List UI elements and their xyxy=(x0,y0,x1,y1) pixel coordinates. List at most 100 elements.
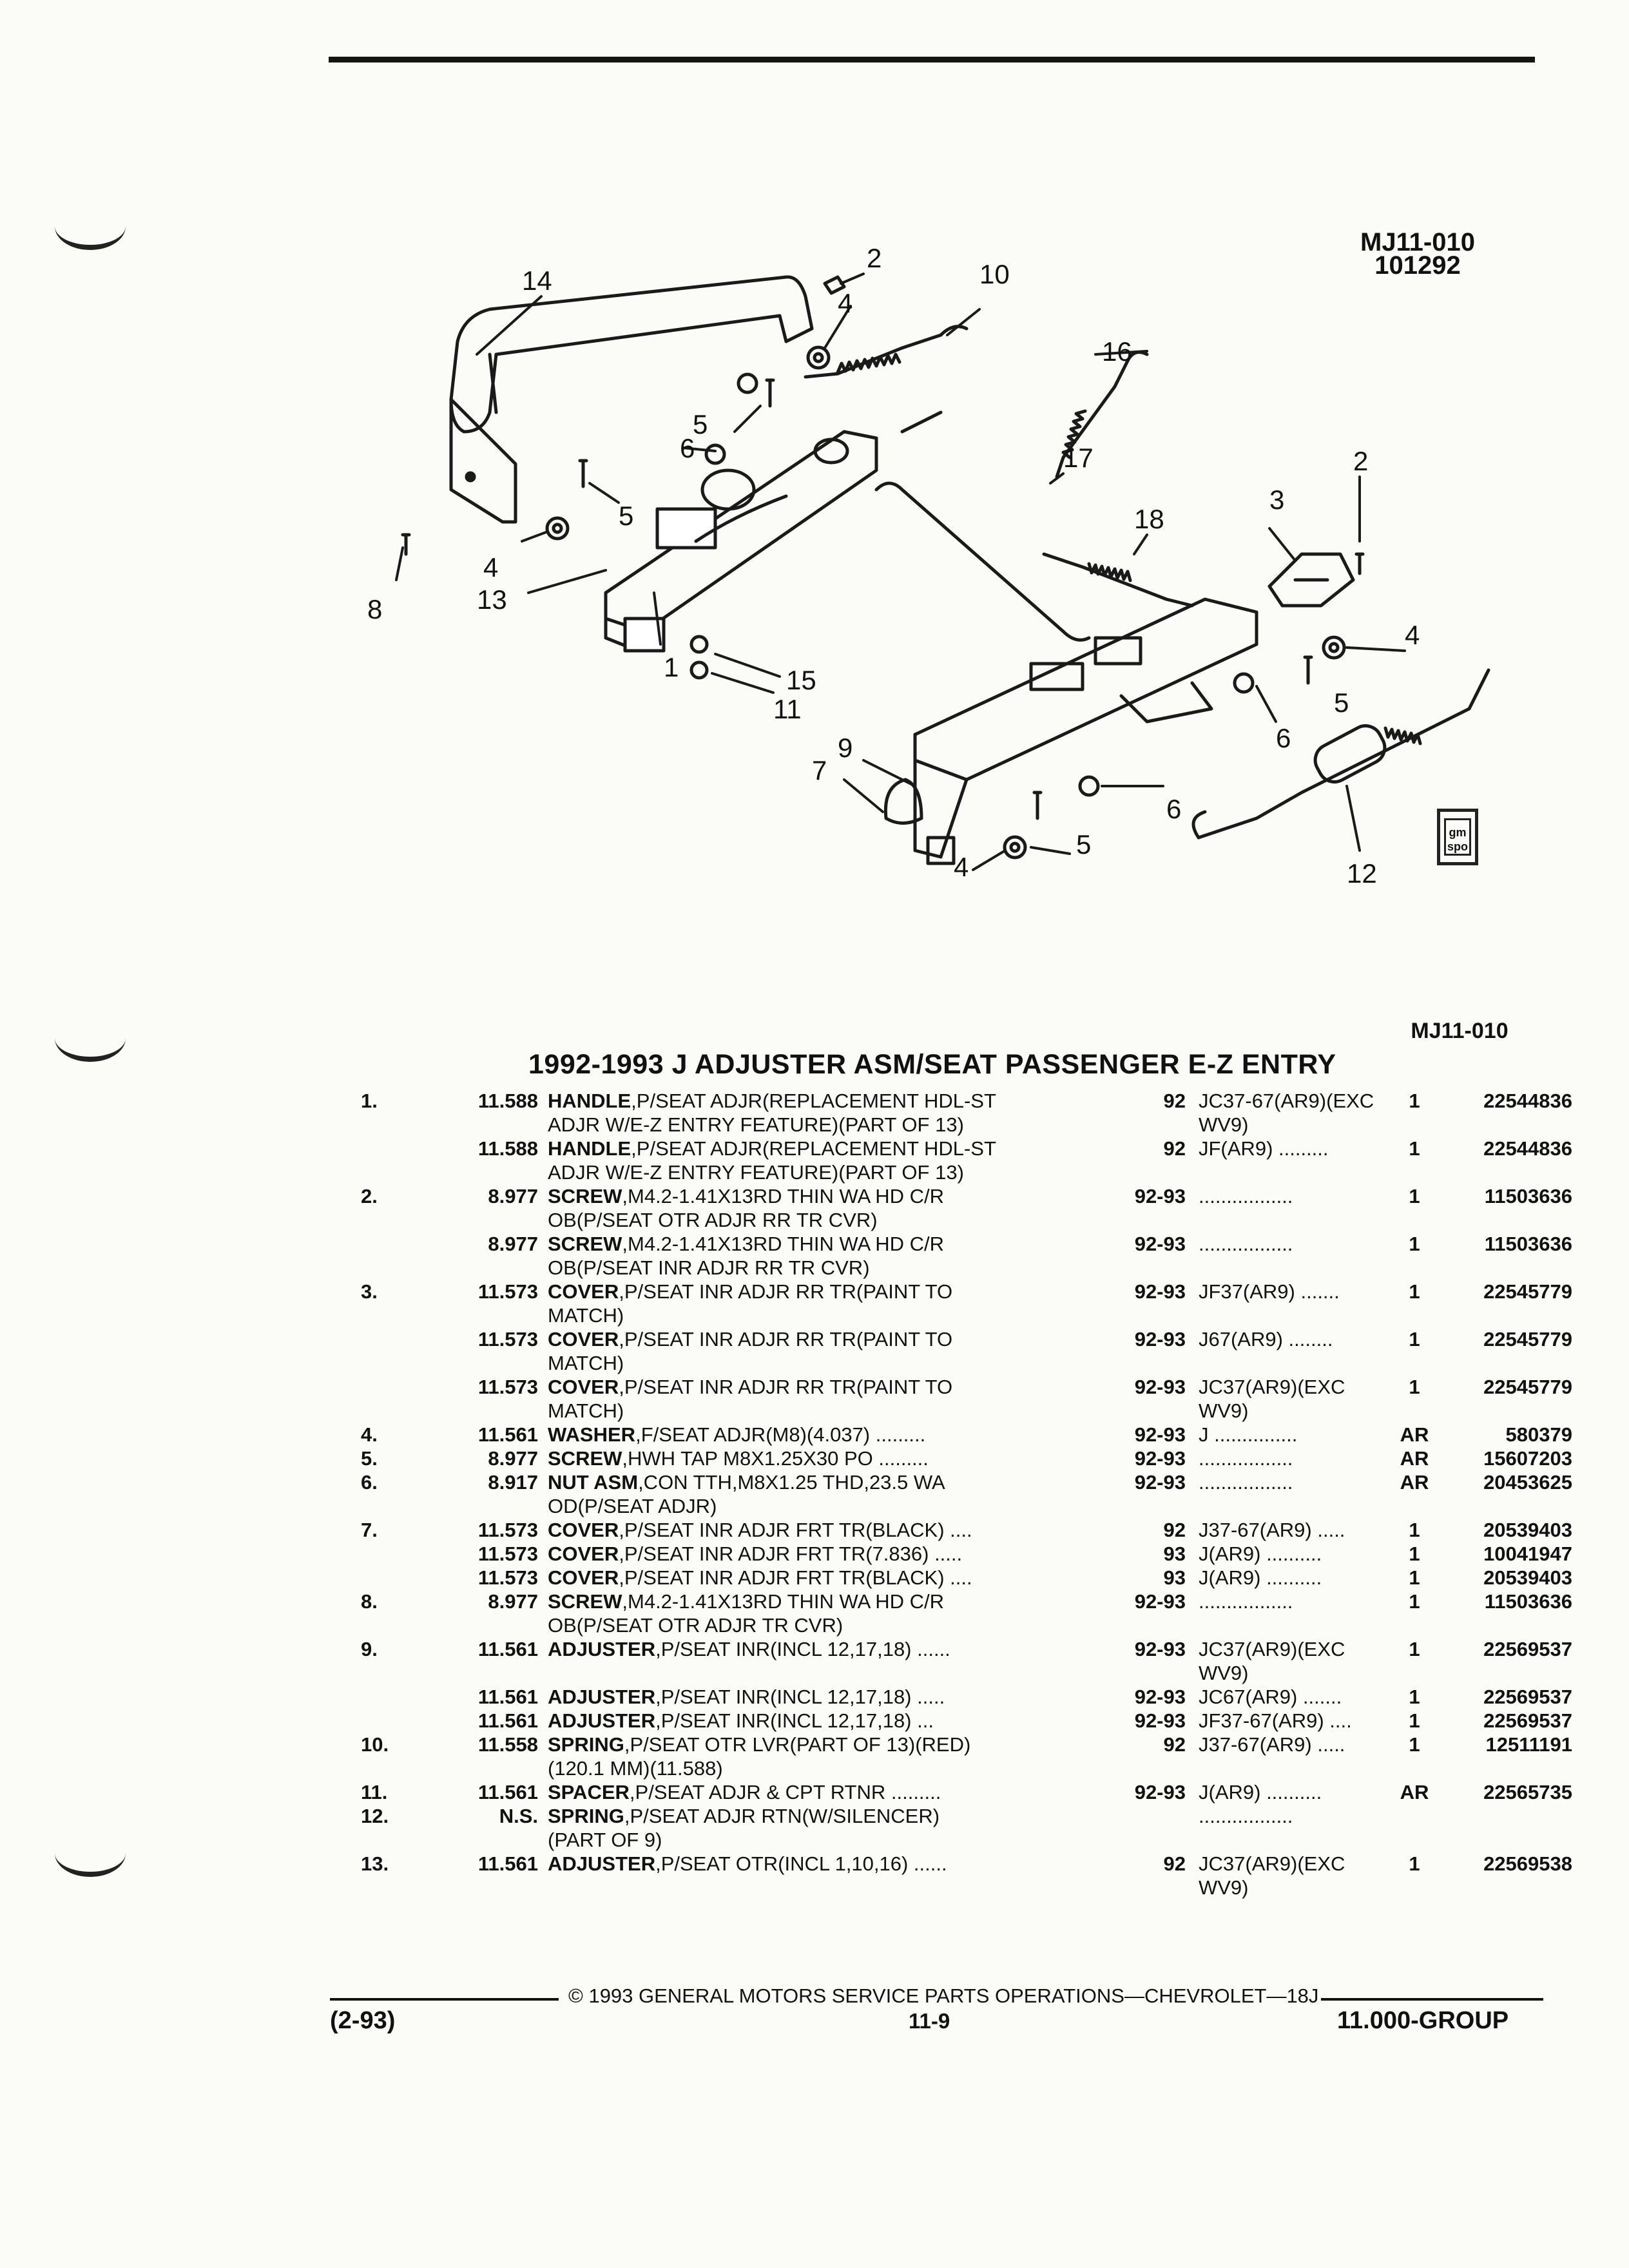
part-name: COVER xyxy=(548,1519,619,1541)
table-row: MATCH) xyxy=(361,1303,1559,1327)
part-description: ,M4.2-1.41X13RD THIN WA HD C/R xyxy=(622,1590,944,1613)
part-description: ,P/SEAT INR ADJR RR TR(PAINT TO xyxy=(619,1328,953,1350)
cell-part: 11503636 xyxy=(1484,1185,1572,1207)
callout-14: 14 xyxy=(522,265,552,296)
part-name: COVER xyxy=(548,1542,619,1565)
part-cover-3 xyxy=(1268,552,1355,608)
cell-num: 10. xyxy=(361,1733,389,1756)
cell-part: 22545779 xyxy=(1483,1280,1572,1303)
part-name: ADJUSTER xyxy=(548,1686,656,1708)
cell-num: 4. xyxy=(361,1423,378,1446)
cell-part: 22545779 xyxy=(1483,1328,1572,1350)
cell-part: 22569537 xyxy=(1483,1638,1572,1660)
part-description: ADJR W/E-Z ENTRY FEATURE)(PART OF 13) xyxy=(548,1113,964,1136)
callout-6b: 6 xyxy=(1276,723,1291,753)
cell-description: COVER,P/SEAT INR ADJR FRT TR(BLACK) .... xyxy=(548,1566,1218,1590)
cell-model: WV9) xyxy=(1199,1399,1249,1422)
cell-qty: 1 xyxy=(1409,1686,1420,1708)
cell-grp: 11.561 xyxy=(477,1852,538,1875)
callout-2b: 2 xyxy=(1353,446,1368,476)
cell-description: OB(P/SEAT OTR ADJR RR TR CVR) xyxy=(548,1208,1218,1232)
cell-part: 10041947 xyxy=(1483,1542,1572,1565)
cell-model: J(AR9) .......... xyxy=(1199,1781,1322,1803)
part-cap-7 xyxy=(883,778,923,825)
cell-description: SPRING,P/SEAT OTR LVR(PART OF 13)(RED) xyxy=(548,1733,1218,1756)
cell-grp: 11.588 xyxy=(477,1137,538,1160)
part-description: ,P/SEAT OTR(INCL 1,10,16) ...... xyxy=(655,1852,947,1875)
cell-year: 92-93 xyxy=(1134,1376,1186,1398)
cell-model: JC37-67(AR9)(EXC xyxy=(1199,1090,1374,1112)
part-description: ,P/SEAT INR(INCL 12,17,18) ...... xyxy=(655,1638,950,1660)
callout-4b: 4 xyxy=(483,552,498,582)
cell-model: J(AR9) .......... xyxy=(1199,1542,1322,1565)
cell-year: 92 xyxy=(1163,1137,1186,1160)
part-name: COVER xyxy=(548,1328,619,1350)
callout-13: 13 xyxy=(477,584,507,615)
table-row: 12.N.S.SPRING,P/SEAT ADJR RTN(W/SILENCER… xyxy=(361,1804,1559,1828)
cell-model: JC37(AR9)(EXC xyxy=(1199,1376,1345,1398)
cell-year: 92-93 xyxy=(1134,1686,1186,1708)
figure-code-date: 101292 xyxy=(1374,251,1461,280)
cell-grp: 8.977 xyxy=(488,1447,538,1470)
cell-grp: 11.561 xyxy=(477,1638,538,1660)
cell-qty: 1 xyxy=(1409,1852,1420,1875)
cell-num: 12. xyxy=(361,1805,389,1827)
cell-description: OB(P/SEAT OTR ADJR TR CVR) xyxy=(548,1613,1218,1637)
binder-hole-2 xyxy=(55,1031,126,1062)
part-name: SPRING xyxy=(548,1805,624,1827)
cell-qty: 1 xyxy=(1409,1566,1420,1589)
part-spring-18 xyxy=(1042,552,1194,608)
footer-group: 11.000-GROUP xyxy=(1337,2007,1509,2034)
cell-description: WASHER,F/SEAT ADJR(M8)(4.037) ......... xyxy=(548,1423,1218,1446)
footer-rule-right xyxy=(1321,1998,1543,2001)
cell-year: 92 xyxy=(1163,1733,1186,1756)
cell-part: 20539403 xyxy=(1483,1566,1572,1589)
cell-description: ADJR W/E-Z ENTRY FEATURE)(PART OF 13) xyxy=(548,1113,1218,1137)
part-handle-14 xyxy=(449,275,814,524)
part-name: COVER xyxy=(548,1376,619,1398)
cell-model: ................. xyxy=(1199,1233,1293,1255)
gm-spo-logo-text: gm spo xyxy=(1444,818,1471,856)
part-spring-10 xyxy=(804,325,969,379)
cell-year: 92-93 xyxy=(1134,1447,1186,1470)
cell-qty: 1 xyxy=(1409,1638,1420,1660)
cell-year: 93 xyxy=(1163,1566,1186,1589)
part-name: SCREW xyxy=(548,1233,622,1255)
cell-description: COVER,P/SEAT INR ADJR RR TR(PAINT TO xyxy=(548,1375,1218,1399)
cell-model: WV9) xyxy=(1199,1662,1249,1684)
callout-5c: 5 xyxy=(1334,687,1349,718)
cell-model: WV9) xyxy=(1199,1113,1249,1136)
cell-num: 13. xyxy=(361,1852,389,1875)
part-description: ,P/SEAT ADJR & CPT RTNR ......... xyxy=(629,1781,941,1803)
cell-model: WV9) xyxy=(1199,1876,1249,1899)
cell-part: 22544836 xyxy=(1483,1090,1572,1112)
cell-qty: AR xyxy=(1400,1781,1429,1803)
part-description: ,P/SEAT ADJR(REPLACEMENT HDL-ST xyxy=(631,1090,996,1112)
cell-grp: 11.561 xyxy=(477,1423,538,1446)
part-description: ,P/SEAT ADJR(REPLACEMENT HDL-ST xyxy=(631,1137,996,1160)
cell-part: 22565735 xyxy=(1483,1781,1572,1803)
table-row: ADJR W/E-Z ENTRY FEATURE)(PART OF 13) xyxy=(361,1160,1559,1184)
cell-num: 9. xyxy=(361,1638,378,1660)
callout-6a: 6 xyxy=(680,433,695,463)
callout-2a: 2 xyxy=(867,243,882,273)
cell-description: SPACER,P/SEAT ADJR & CPT RTNR ......... xyxy=(548,1780,1218,1804)
part-description: MATCH) xyxy=(548,1352,624,1374)
part-small-hardware xyxy=(401,275,1365,860)
table-row: MATCH) xyxy=(361,1351,1559,1375)
callout-17: 17 xyxy=(1063,443,1094,473)
cell-num: 7. xyxy=(361,1519,378,1541)
cell-year: 92-93 xyxy=(1134,1328,1186,1350)
callout-16: 16 xyxy=(1102,336,1132,367)
section-title: 1992-1993 J ADJUSTER ASM/SEAT PASSENGER … xyxy=(528,1049,1336,1080)
cell-description: SCREW,M4.2-1.41X13RD THIN WA HD C/R xyxy=(548,1590,1218,1613)
cell-part: 20539403 xyxy=(1483,1519,1572,1541)
cell-part: 15607203 xyxy=(1483,1447,1572,1470)
cell-grp: 11.573 xyxy=(477,1519,538,1541)
